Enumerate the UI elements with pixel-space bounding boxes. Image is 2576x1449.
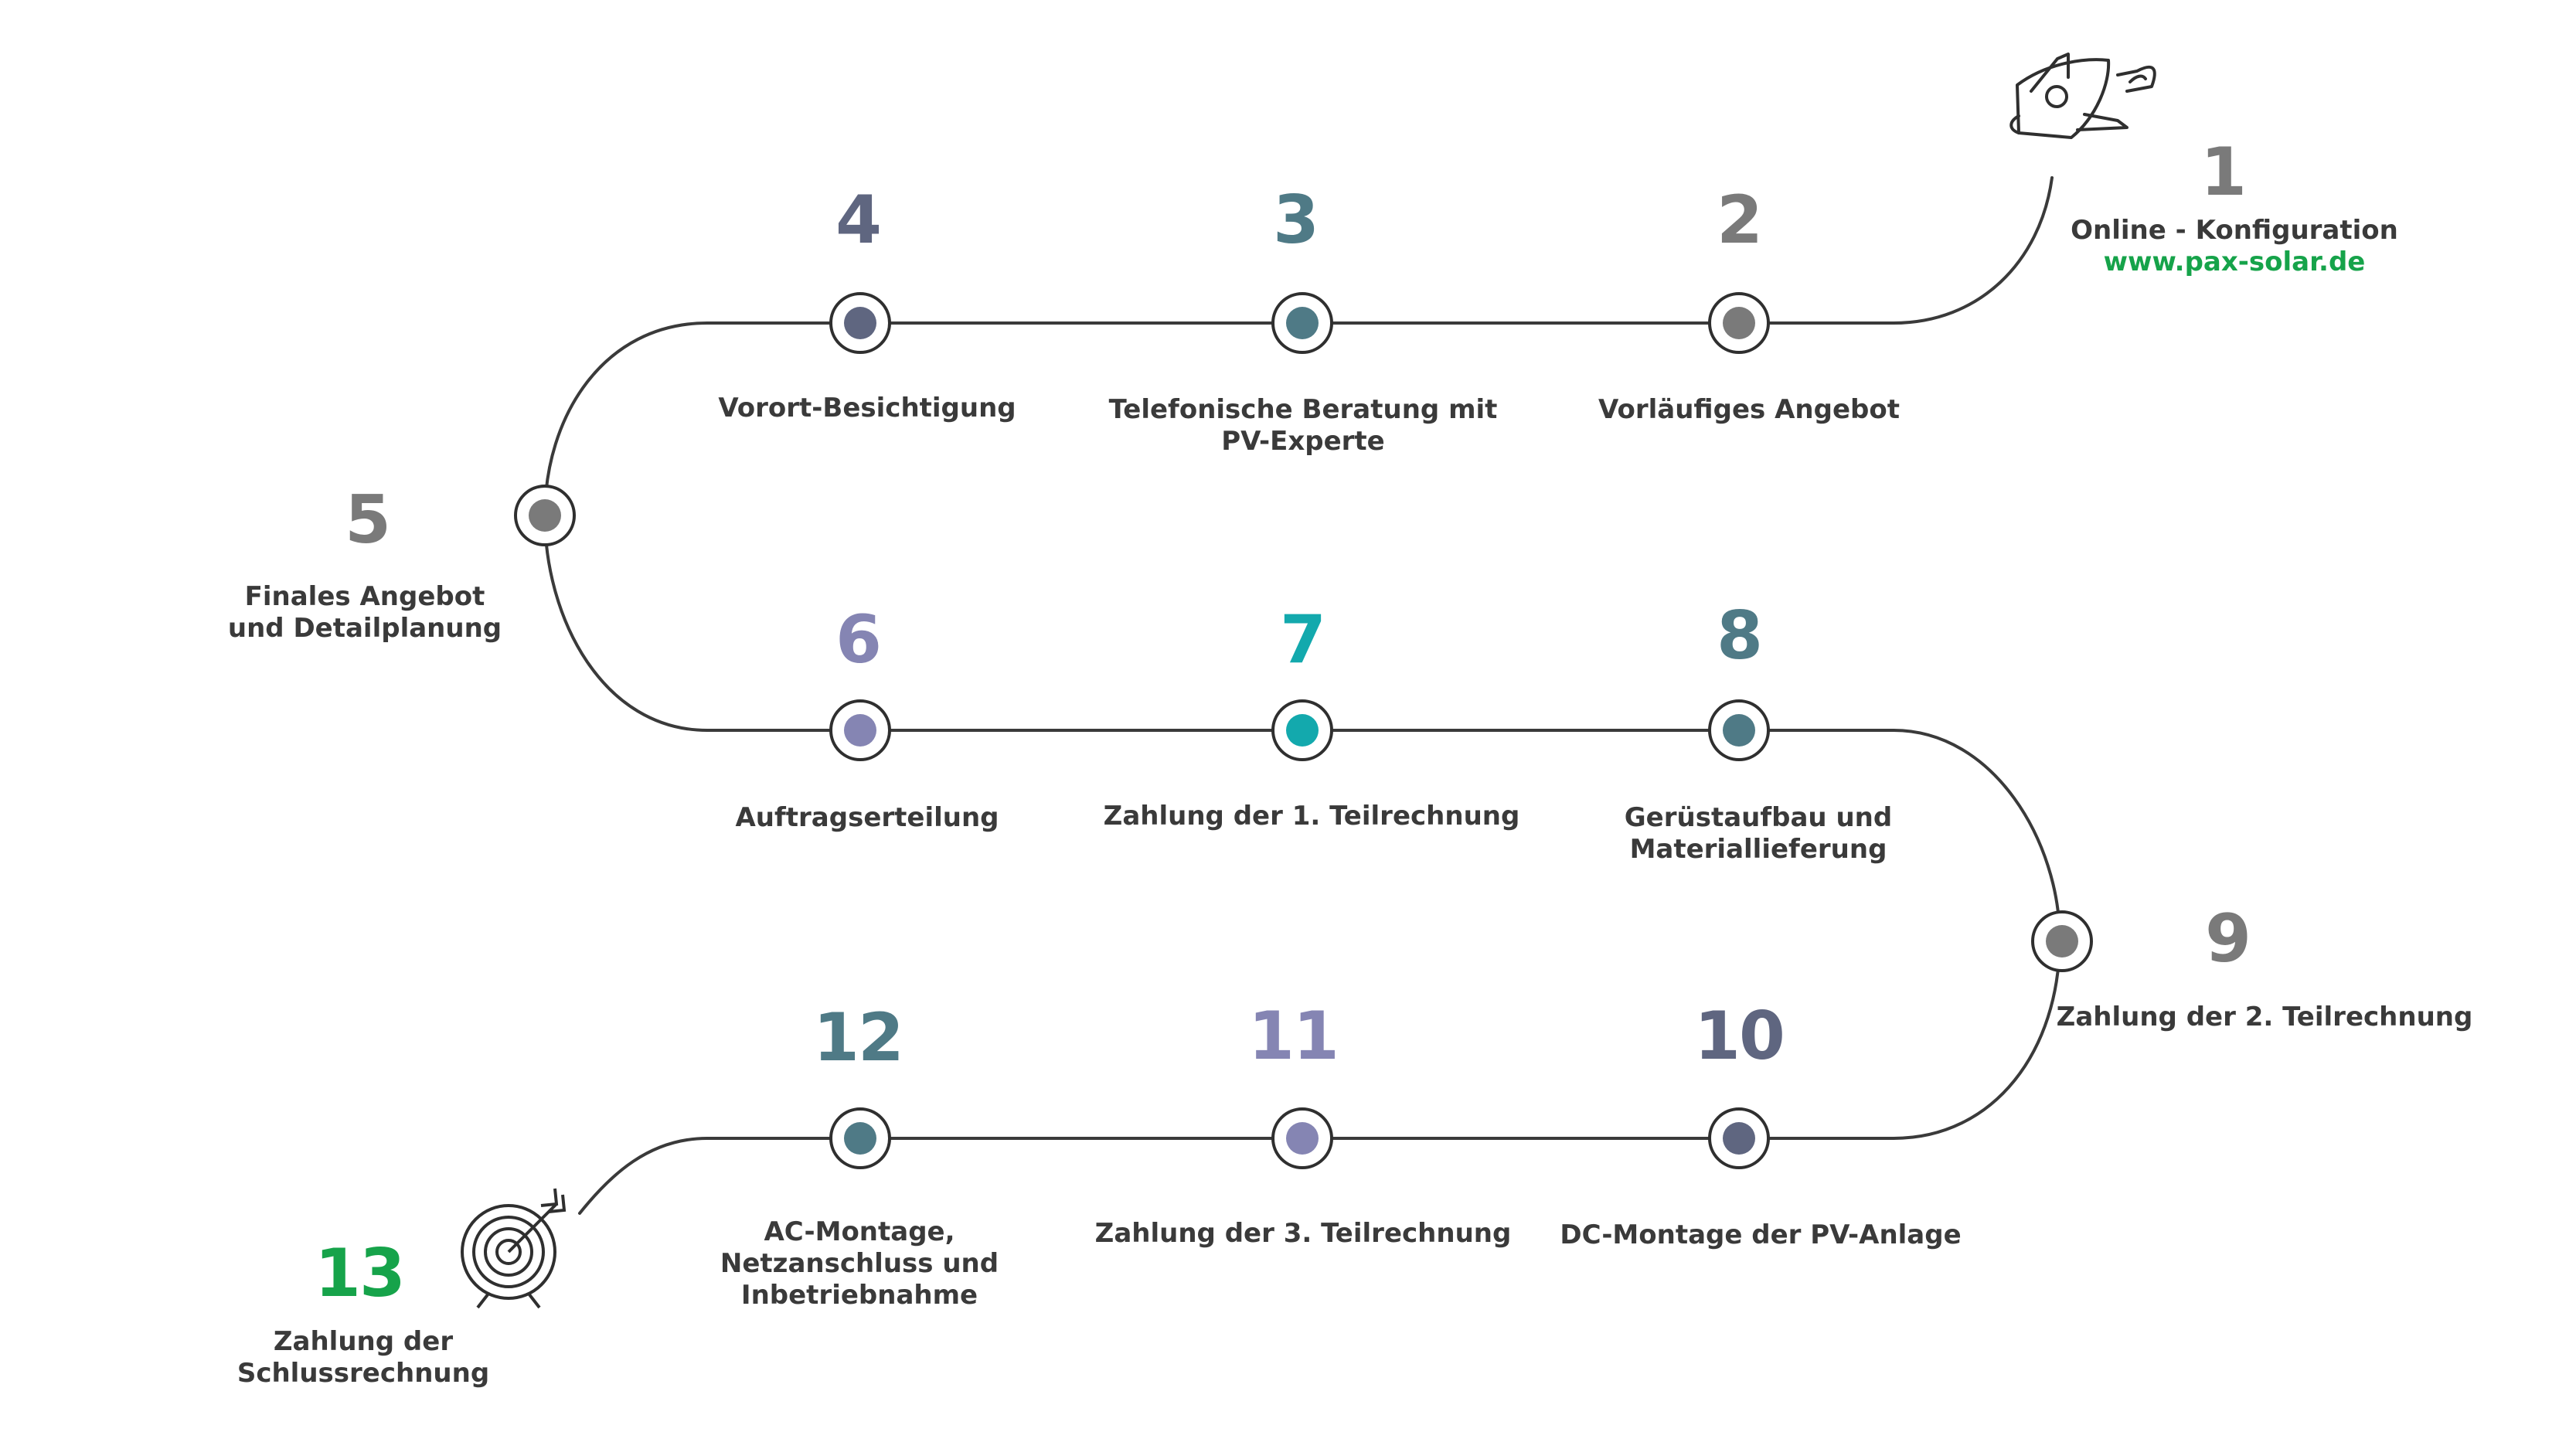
step-7-number: 7 [1280, 601, 1326, 679]
step-12-number: 12 [813, 999, 904, 1077]
step-1-number: 1 [2200, 134, 2247, 211]
step-6-number: 6 [835, 601, 882, 679]
step-6-node-dot [844, 714, 876, 747]
step-5-number: 5 [345, 481, 391, 559]
step-5-node-dot [529, 499, 561, 532]
step-12-label-line: Inbetriebnahme [740, 1280, 978, 1311]
step-7-label-line: Zahlung der 1. Teilrechnung [1103, 801, 1520, 832]
step-13-number: 13 [315, 1235, 406, 1312]
step-7-node-dot [1286, 714, 1319, 747]
step-5-label-line: Finales Angebot [244, 581, 485, 612]
step-6-label-line: Auftragserteilung [735, 802, 999, 833]
step-8-label-line: Gerüstaufbau und [1624, 802, 1893, 833]
step-4-node-dot [844, 307, 876, 339]
step-10-node-dot [1723, 1122, 1755, 1155]
step-10-number: 10 [1694, 998, 1785, 1075]
step-11-number: 11 [1248, 998, 1339, 1075]
website-link[interactable]: www.pax-solar.de [2103, 247, 2366, 277]
step-9-label-line: Zahlung der 2. Teilrechnung [2056, 1002, 2473, 1032]
step-2-label: Vorläufiges Angebot [1598, 394, 1900, 426]
step-7-label: Zahlung der 1. Teilrechnung [1104, 801, 1520, 832]
step-3-label-line: Telefonische Beratung mit [1108, 394, 1498, 425]
step-11-node-dot [1286, 1122, 1319, 1155]
step-10-label: DC-Montage der PV-Anlage [1560, 1219, 1961, 1251]
step-8-number: 8 [1717, 597, 1763, 675]
step-3-label-line: PV-Experte [1221, 426, 1385, 457]
step-3-number: 3 [1273, 182, 1319, 259]
step-11-label: Zahlung der 3. Teilrechnung [1095, 1218, 1512, 1250]
step-1-label-line: Online - Konfiguration [2071, 215, 2398, 246]
step-12-node-dot [844, 1122, 876, 1155]
step-13-label-line: Zahlung der [273, 1326, 454, 1357]
step-11-label-line: Zahlung der 3. Teilrechnung [1094, 1218, 1512, 1249]
step-3-node-dot [1286, 307, 1319, 339]
step-9-number: 9 [2205, 900, 2251, 978]
step-2-node-dot [1723, 307, 1755, 339]
step-13-label-line: Schlussrechnung [237, 1358, 490, 1389]
step-8-node-dot [1723, 714, 1755, 747]
step-9-label: Zahlung der 2. Teilrechnung [2057, 1002, 2473, 1033]
step-8-label-line: Materiallieferung [1629, 834, 1887, 865]
step-2-label-line: Vorläufiges Angebot [1598, 394, 1900, 425]
rocket-icon [2009, 53, 2156, 139]
step-4-number: 4 [835, 182, 882, 259]
step-5-label-line: und Detailplanung [227, 613, 502, 644]
step-12-label-line: Netzanschluss und [720, 1248, 999, 1279]
step-6-label: Auftragserteilung [735, 802, 999, 834]
step-markers [514, 292, 2093, 1169]
connector-line [543, 176, 2062, 1215]
step-10-label-line: DC-Montage der PV-Anlage [1560, 1219, 1962, 1250]
step-9-node-dot [2046, 925, 2078, 957]
step-4-label-line: Vorort-Besichtigung [718, 393, 1016, 423]
step-2-number: 2 [1717, 182, 1763, 259]
step-4-label: Vorort-Besichtigung [718, 393, 1016, 424]
step-12-label-line: AC-Montage, [764, 1216, 955, 1247]
target-icon [461, 1188, 567, 1309]
